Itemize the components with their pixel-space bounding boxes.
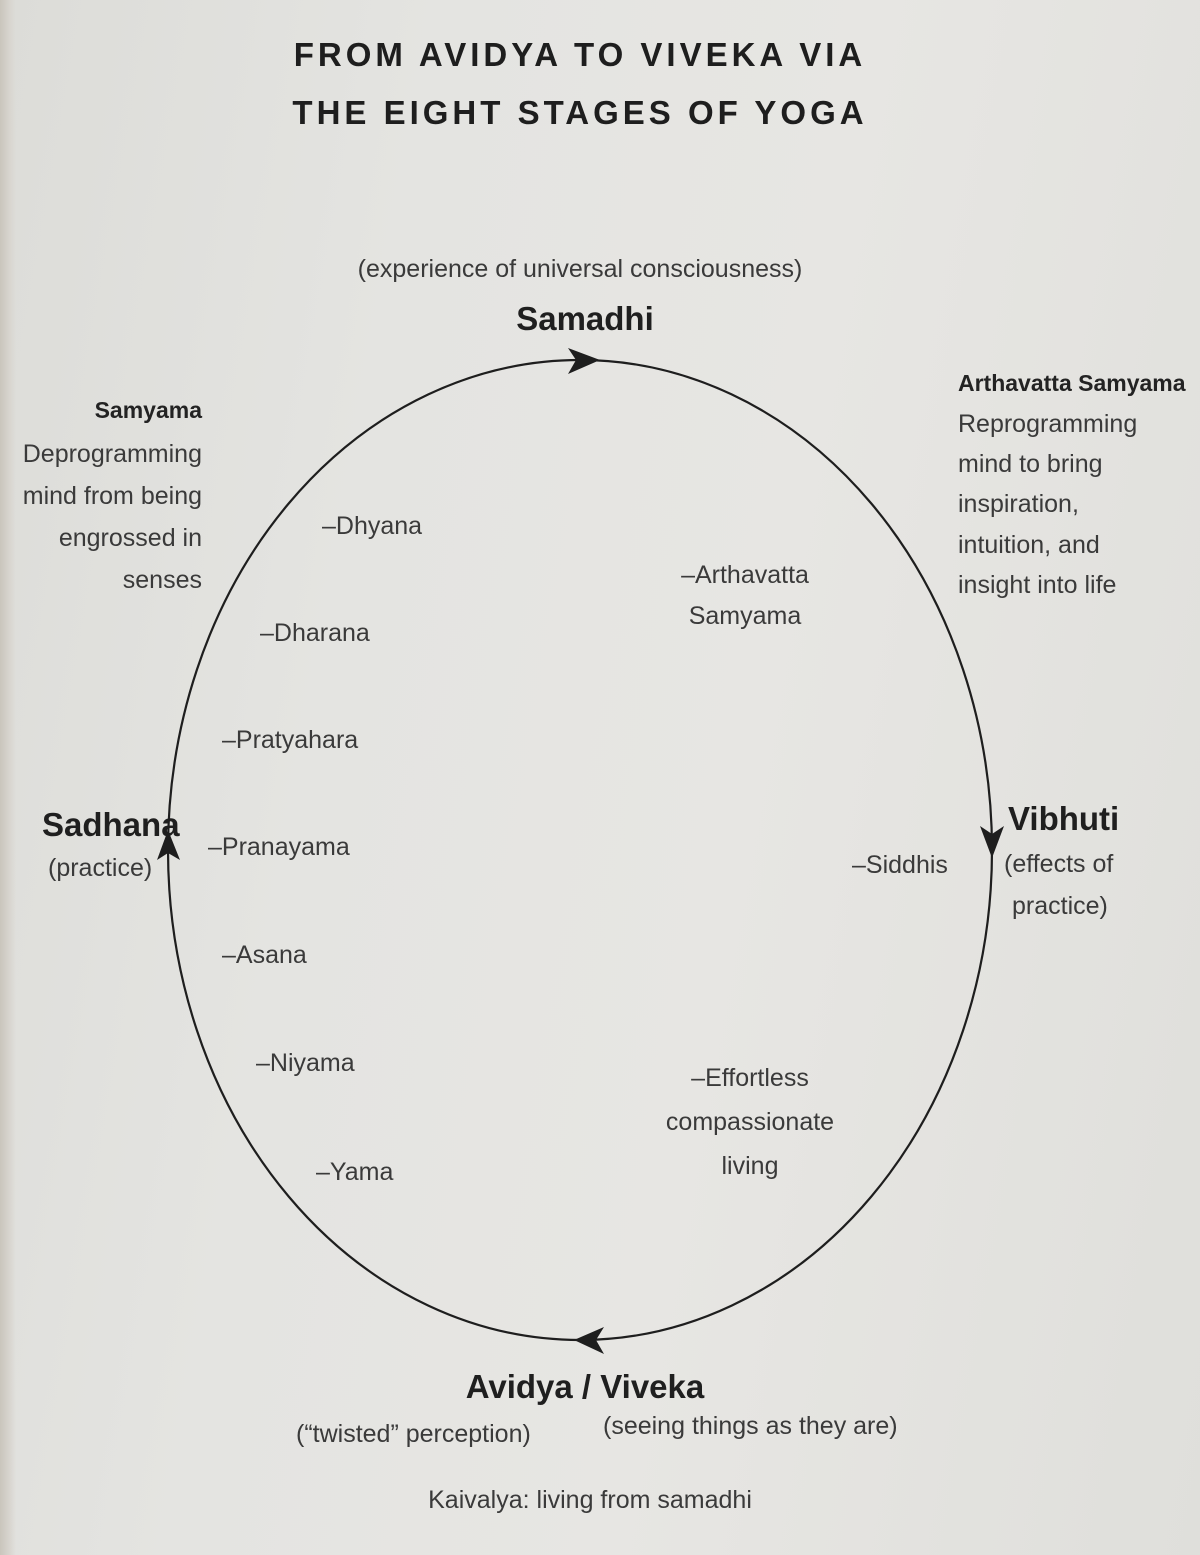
left-side-heading: Samyama xyxy=(94,397,202,423)
page-edge xyxy=(0,0,16,1555)
stage-yama: –Yama xyxy=(316,1158,394,1186)
samadhi-label: Samadhi xyxy=(516,300,654,337)
avidya-viveka-label: Avidya / Viveka xyxy=(465,1368,705,1405)
vibhuti-note-line-1: (effects of xyxy=(1004,850,1114,878)
left-side-line-3: engrossed in xyxy=(58,524,202,552)
title-line-2: THE EIGHT STAGES OF YOGA xyxy=(292,94,868,131)
viveka-note: (seeing things as they are) xyxy=(603,1412,898,1440)
right-side-line-2: mind to bring xyxy=(958,450,1103,478)
stage-asana: –Asana xyxy=(222,941,307,969)
sadhana-label: Sadhana xyxy=(42,806,180,843)
arrow-top-icon xyxy=(568,348,600,374)
stage-pratyahara: –Pratyahara xyxy=(222,726,359,754)
arrow-right-icon xyxy=(980,826,1004,858)
vibhuti-label: Vibhuti xyxy=(1008,800,1120,837)
left-side-line-4: senses xyxy=(122,566,202,594)
stage-dharana: –Dharana xyxy=(260,619,370,647)
right-side-line-1: Reprogramming xyxy=(958,410,1138,438)
stage-dhyana: –Dhyana xyxy=(322,512,423,540)
title-line-1: FROM AVIDYA TO VIVEKA VIA xyxy=(293,36,867,73)
arrow-left-icon xyxy=(157,830,180,860)
stage-siddhis: –Siddhis xyxy=(852,851,948,879)
stage-arthavatta-line-2: Samyama xyxy=(688,602,802,630)
stage-effortless-line-1: –Effortless xyxy=(691,1064,809,1092)
stage-niyama: –Niyama xyxy=(256,1049,355,1077)
sadhana-note: (practice) xyxy=(48,854,153,882)
kaivalya-footer: Kaivalya: living from samadhi xyxy=(428,1486,752,1514)
stage-arthavatta-line-1: –Arthavatta xyxy=(681,561,809,589)
left-side-line-1: Deprogramming xyxy=(22,440,202,468)
right-side-heading: Arthavatta Samyama xyxy=(958,370,1186,396)
right-side-line-3: inspiration, xyxy=(958,490,1079,518)
samadhi-note: (experience of universal consciousness) xyxy=(357,255,803,283)
vibhuti-note-line-2: practice) xyxy=(1012,892,1108,920)
stage-effortless-line-3: living xyxy=(721,1152,779,1180)
stage-effortless-line-2: compassionate xyxy=(665,1108,835,1136)
stage-pranayama: –Pranayama xyxy=(208,833,350,861)
left-side-line-2: mind from being xyxy=(22,482,202,510)
right-side-line-4: intuition, and xyxy=(958,531,1100,559)
arrow-bottom-icon xyxy=(574,1327,604,1354)
right-side-line-5: insight into life xyxy=(958,571,1117,599)
avidya-note: (“twisted” perception) xyxy=(296,1420,531,1448)
